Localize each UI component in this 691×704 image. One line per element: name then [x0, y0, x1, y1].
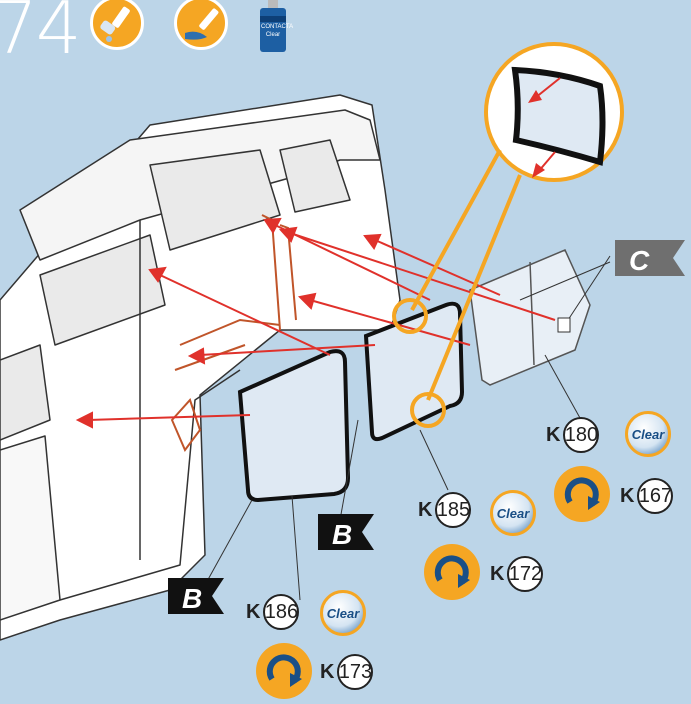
part-prefix: K	[546, 424, 560, 447]
part-number: 167	[637, 478, 673, 514]
window-pane-k180	[470, 250, 590, 385]
part-label-k180: K 180	[546, 417, 599, 453]
part-prefix: K	[320, 661, 334, 684]
rotate-arrow-icon	[256, 643, 312, 699]
part-label-k173: K 173	[320, 654, 373, 690]
part-number: 180	[563, 417, 599, 453]
part-number: 185	[435, 492, 471, 528]
flag-b-middle: B	[318, 514, 374, 555]
rotate-arrow-icon	[424, 544, 480, 600]
locator-tab	[558, 318, 570, 332]
part-label-k185: K 185	[418, 492, 471, 528]
clear-paint-icon: Clear	[625, 411, 671, 457]
part-number: 173	[337, 654, 373, 690]
rotate-arrow-icon	[554, 466, 610, 522]
window-pane-k186	[240, 351, 348, 500]
part-label-k172: K 172	[490, 556, 543, 592]
part-prefix: K	[246, 601, 260, 624]
part-prefix: K	[620, 485, 634, 508]
part-prefix: K	[418, 499, 432, 522]
part-label-k186: K 186	[246, 594, 299, 630]
part-label-k167: K 167	[620, 478, 673, 514]
part-number: 172	[507, 556, 543, 592]
flag-b-left: B	[168, 578, 224, 619]
clear-paint-icon: Clear	[320, 590, 366, 636]
clear-paint-icon: Clear	[490, 490, 536, 536]
part-prefix: K	[490, 563, 504, 586]
part-number: 186	[263, 594, 299, 630]
flag-c: C	[615, 240, 685, 281]
